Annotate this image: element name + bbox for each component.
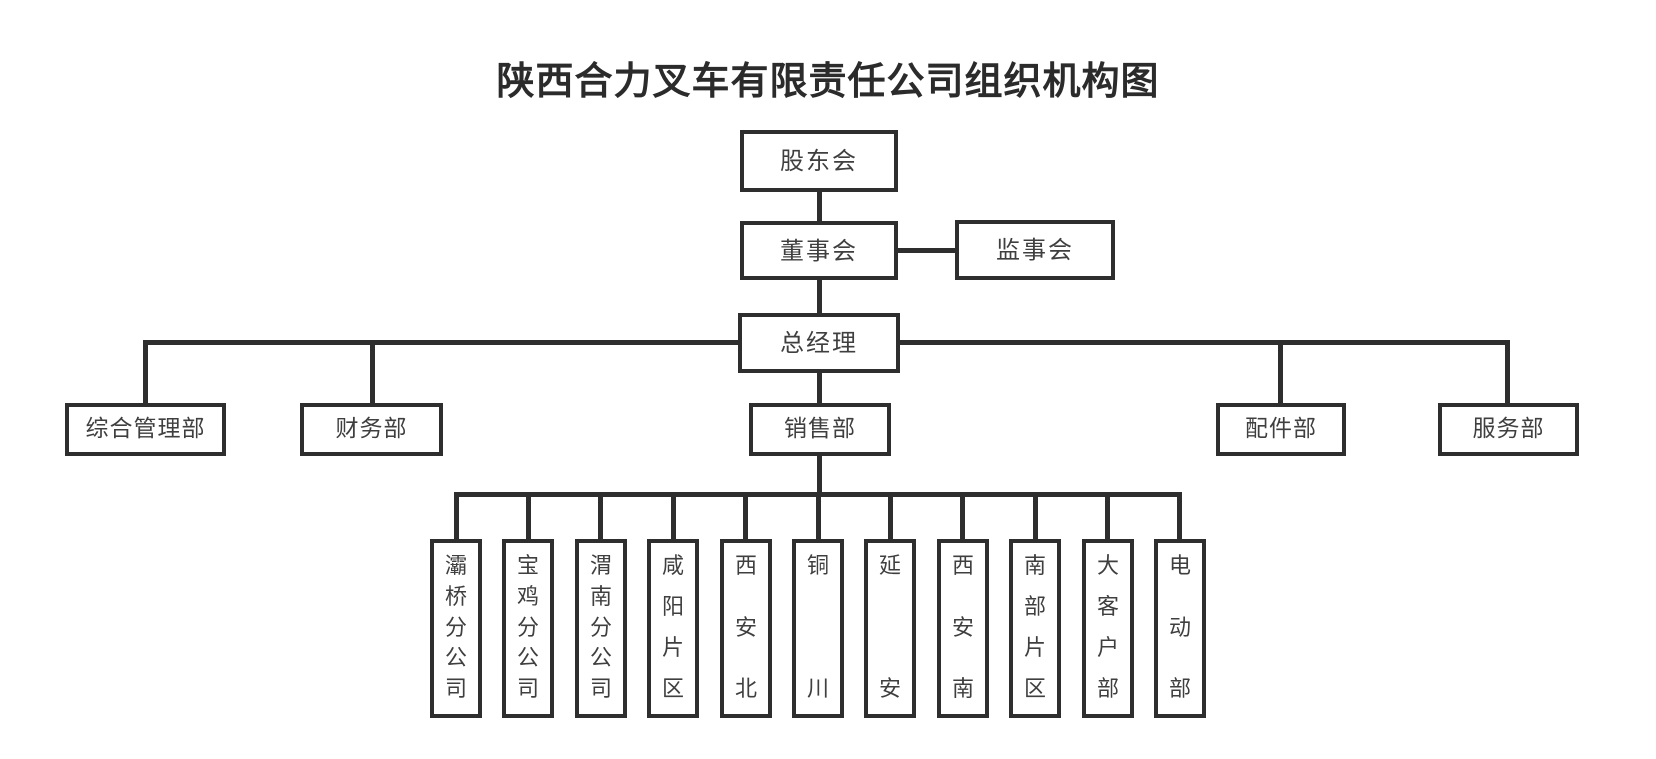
node-label: 综合管理部 [85, 416, 206, 442]
node-label: 宝鸡分公司 [516, 554, 539, 702]
connector-sales-drop [817, 455, 822, 493]
connector-general-manager-sales [817, 373, 822, 404]
connector-drop-parts [1278, 340, 1283, 404]
node-label: 股东会 [780, 147, 858, 175]
connector-drop-xian-north [743, 496, 748, 539]
connector-drop-south-area [1033, 496, 1038, 539]
node-dept-general-admin: 综合管理部 [65, 403, 226, 456]
node-unit-weinan-branch: 渭南分公司 [575, 539, 627, 718]
node-unit-electric: 电动部 [1154, 539, 1206, 718]
connector-drop-general-admin [143, 340, 148, 404]
connector-drop-weinan-branch [598, 496, 603, 539]
node-unit-xianyang-area: 咸阳片区 [647, 539, 699, 718]
connector-drop-yanan [888, 496, 893, 539]
connector-drop-key-accounts [1105, 496, 1110, 539]
node-label: 监事会 [996, 236, 1074, 264]
chart-title: 陕西合力叉车有限责任公司组织机构图 [496, 59, 1160, 103]
node-label: 南部片区 [1023, 554, 1046, 702]
node-dept-parts: 配件部 [1216, 403, 1346, 456]
connector-drop-service [1505, 340, 1510, 404]
connector-board-supervisory [898, 248, 955, 253]
node-unit-tongchuan: 铜川 [792, 539, 844, 718]
node-label: 西安北 [734, 554, 757, 702]
node-label: 西安南 [951, 554, 974, 702]
node-label: 财务部 [335, 416, 408, 442]
node-unit-baoji-branch: 宝鸡分公司 [502, 539, 554, 718]
node-supervisory-board: 监事会 [955, 220, 1115, 280]
connector-drop-baoji-branch [526, 496, 531, 539]
node-label: 大客户部 [1096, 554, 1119, 702]
node-label: 延安 [878, 554, 901, 702]
node-shareholders-meeting: 股东会 [740, 130, 898, 192]
connector-drop-electric [1177, 496, 1182, 539]
connector-sales-units-bus [454, 492, 1182, 497]
node-label: 电动部 [1168, 554, 1191, 702]
node-label: 董事会 [780, 236, 858, 265]
node-unit-yanan: 延安 [864, 539, 916, 718]
node-dept-sales: 销售部 [749, 403, 891, 456]
connector-board-general-manager [817, 280, 822, 314]
connector-drop-xianyang-area [671, 496, 676, 539]
connector-shareholders-board [817, 192, 822, 222]
connector-drop-tongchuan [816, 496, 821, 539]
node-label: 灞桥分公司 [444, 554, 467, 702]
node-label: 咸阳片区 [661, 554, 684, 702]
node-general-manager: 总经理 [738, 313, 900, 373]
node-board-of-directors: 董事会 [740, 221, 898, 280]
node-dept-service: 服务部 [1438, 403, 1579, 456]
node-label: 配件部 [1245, 416, 1317, 442]
node-label: 铜川 [806, 554, 829, 702]
node-unit-south-area: 南部片区 [1009, 539, 1061, 718]
node-unit-key-accounts: 大客户部 [1082, 539, 1134, 718]
node-unit-baqiao-branch: 灞桥分公司 [430, 539, 482, 718]
node-label: 服务部 [1472, 416, 1545, 442]
node-dept-finance: 财务部 [300, 403, 443, 456]
connector-drop-xian-south [960, 496, 965, 539]
node-label: 销售部 [784, 416, 856, 442]
node-label: 渭南分公司 [589, 554, 612, 702]
node-unit-xian-north: 西安北 [720, 539, 772, 718]
node-label: 总经理 [780, 329, 858, 357]
connector-drop-baqiao-branch [454, 496, 459, 539]
node-unit-xian-south: 西安南 [937, 539, 989, 718]
connector-drop-finance [370, 340, 375, 404]
